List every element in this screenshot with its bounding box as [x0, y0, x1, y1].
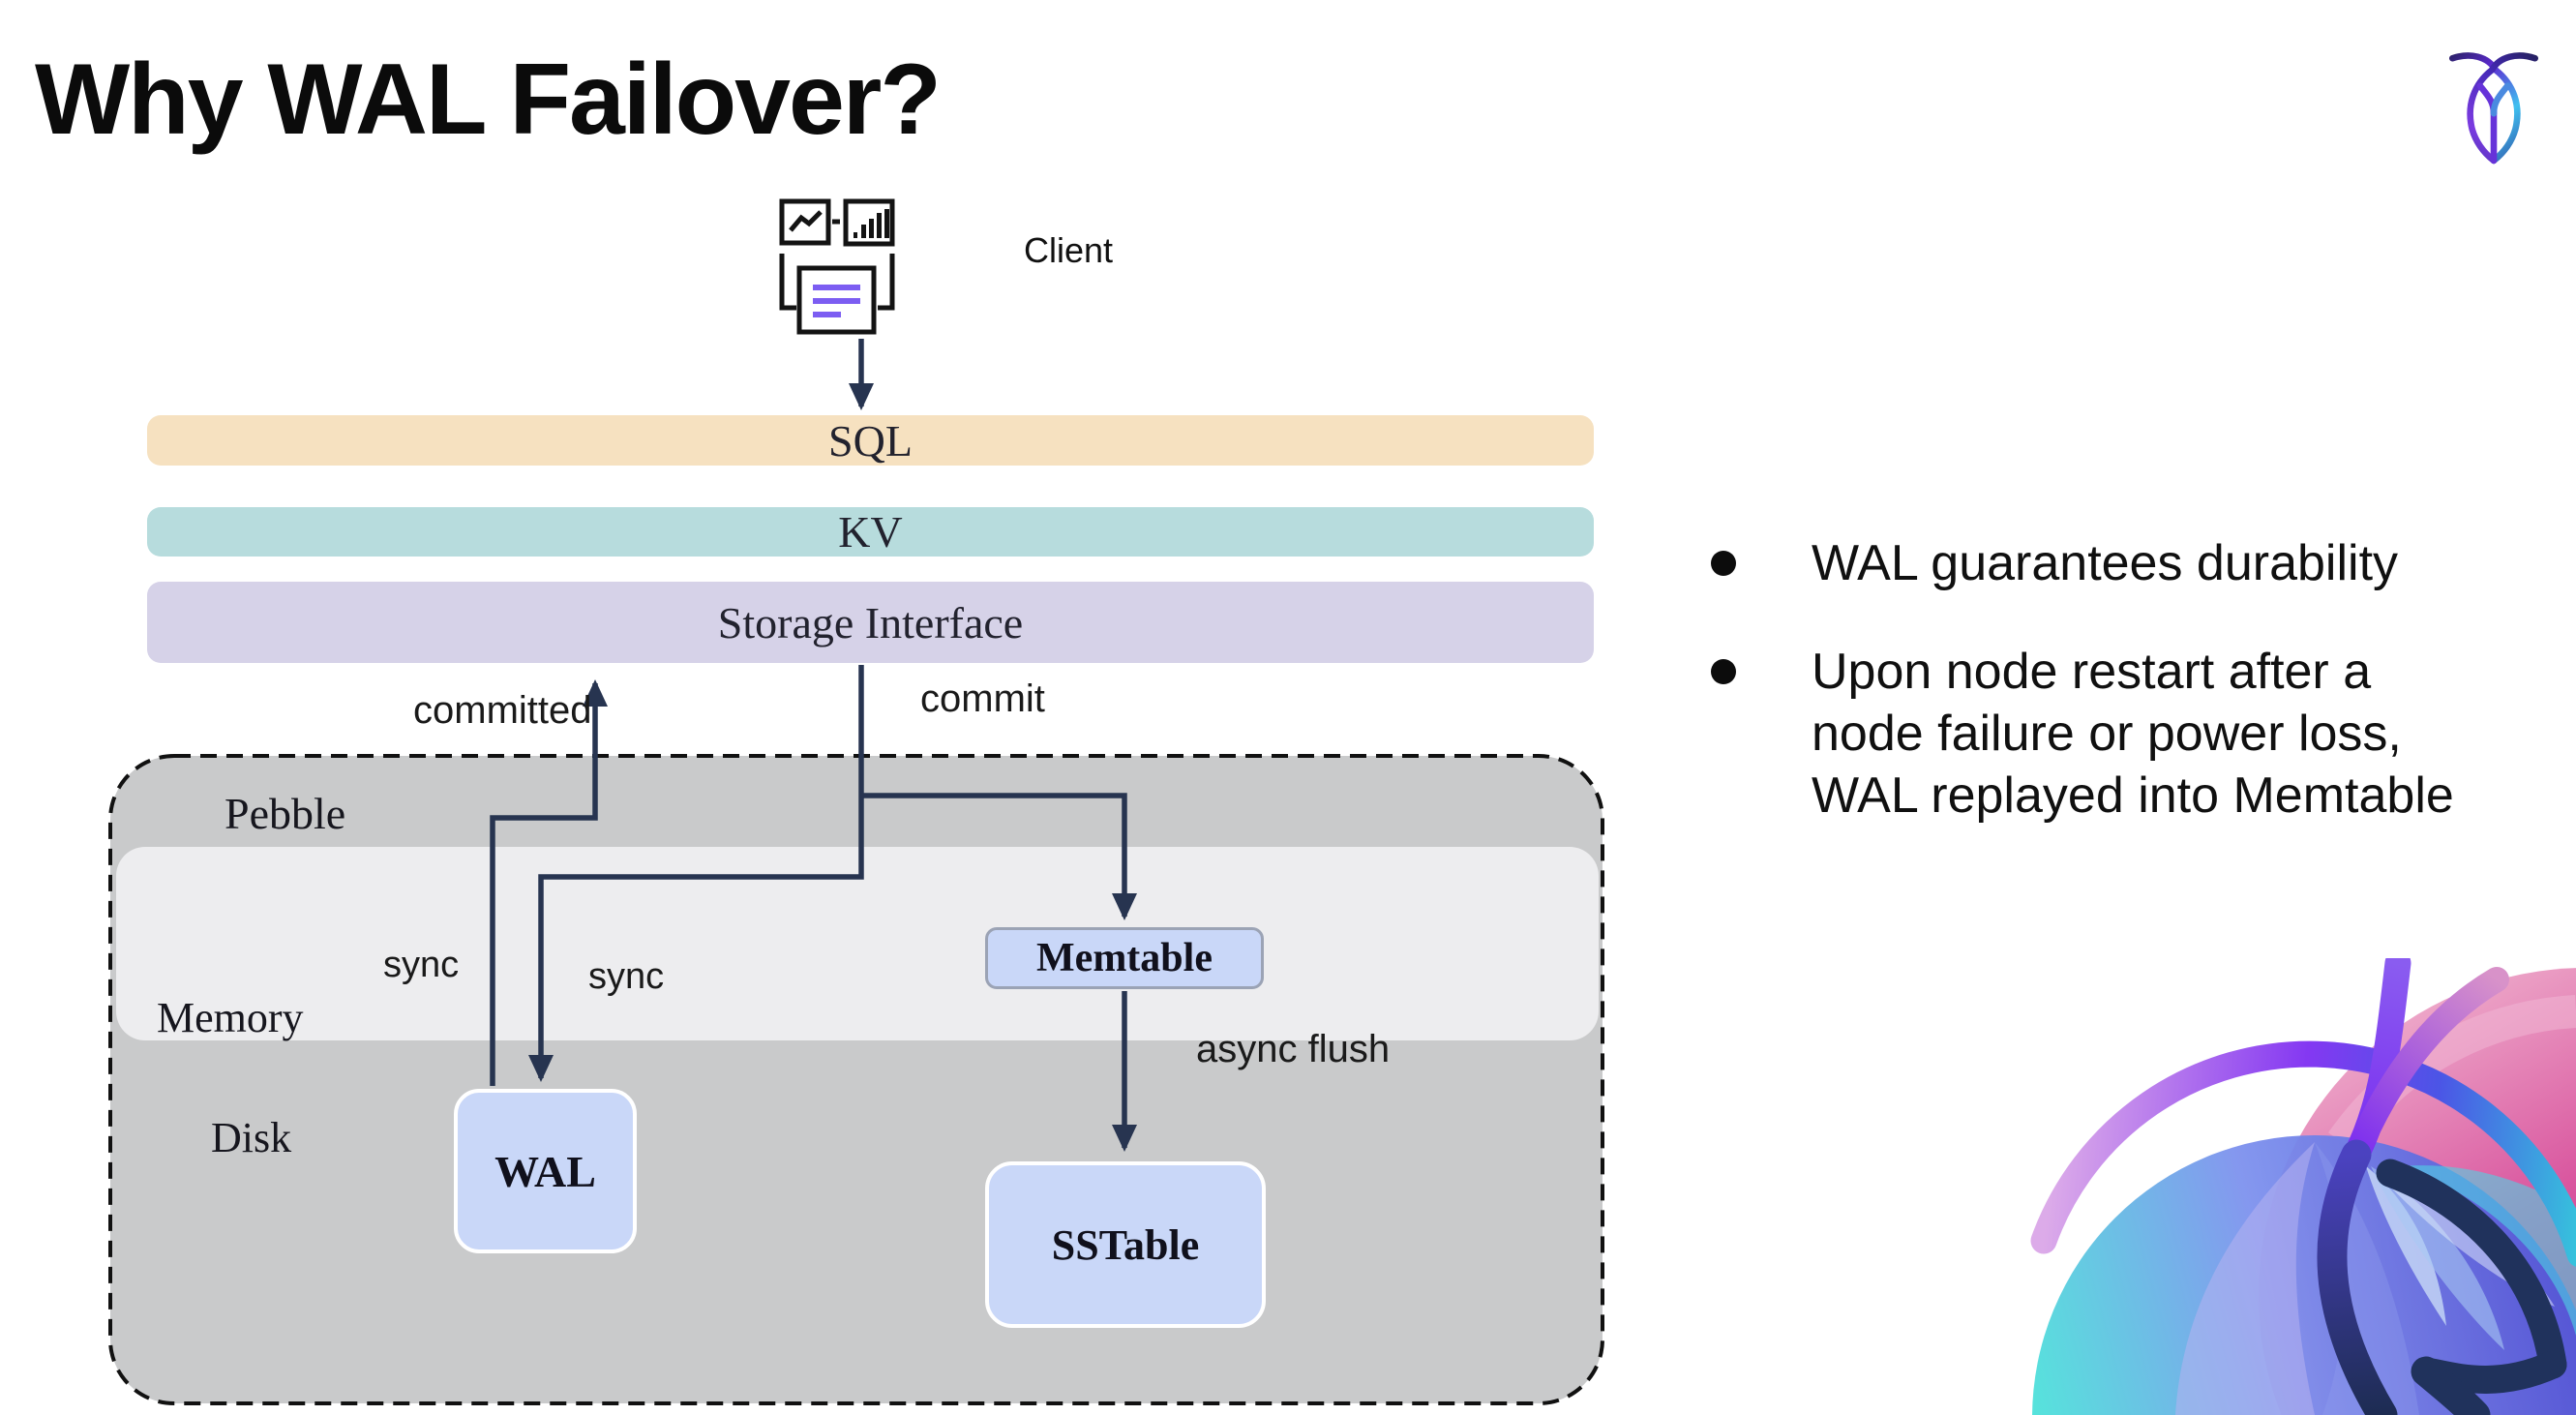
disk-label: Disk — [211, 1114, 292, 1161]
layer-storage-interface: Storage Interface — [147, 582, 1594, 663]
node-memtable: Memtable — [985, 927, 1264, 989]
cockroachdb-logo — [2449, 52, 2538, 165]
edge-label-sync-left: sync — [383, 945, 460, 985]
edge-label-async-flush: async flush — [1196, 1028, 1391, 1070]
edge-label-sync-right: sync — [588, 956, 665, 997]
bullet-text: Upon node restart after a node failure o… — [1812, 644, 2454, 824]
page-title: Why WAL Failover? — [35, 44, 942, 156]
layer-storage-interface-label: Storage Interface — [717, 597, 1024, 647]
list-item: WAL guarantees durability — [1711, 532, 2485, 594]
memory-band — [116, 847, 1599, 1040]
node-sstable: SSTable — [985, 1161, 1266, 1328]
client-workstation-icon — [779, 198, 895, 335]
edge-label-committed: committed — [413, 689, 592, 732]
memory-label: Memory — [157, 994, 304, 1041]
layer-sql: SQL — [147, 415, 1594, 466]
node-sstable-label: SSTable — [1051, 1220, 1200, 1269]
bullet-icon — [1711, 659, 1736, 684]
edge-label-commit: commit — [920, 677, 1045, 720]
layer-kv: KV — [147, 507, 1594, 557]
bullet-text: WAL guarantees durability — [1812, 535, 2399, 591]
pebble-label: Pebble — [225, 789, 346, 838]
brand-corner-art — [2030, 958, 2576, 1415]
node-memtable-label: Memtable — [1036, 936, 1213, 980]
bullet-list: WAL guarantees durability Upon node rest… — [1711, 532, 2485, 873]
layer-kv-label: KV — [838, 507, 903, 557]
node-wal-label: WAL — [494, 1146, 596, 1196]
node-wal: WAL — [454, 1089, 637, 1253]
list-item: Upon node restart after a node failure o… — [1711, 641, 2485, 827]
layer-sql-label: SQL — [828, 415, 913, 466]
client-label: Client — [1024, 230, 1114, 270]
bullet-icon — [1711, 551, 1736, 576]
